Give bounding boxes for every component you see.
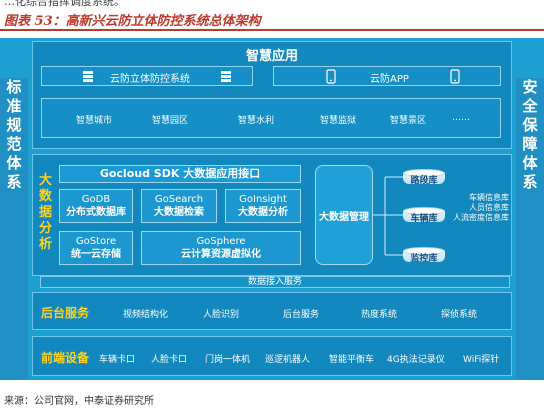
domains-box: 智慧城市 智慧园区 智慧水利 智慧监狱 智慧景区 ……	[41, 98, 501, 138]
module-zh: 大数据分析	[238, 207, 288, 218]
backend-item: 后台服务	[283, 310, 320, 320]
security-char: 全	[522, 97, 538, 115]
backend-item: 视频结构化	[123, 310, 169, 320]
app-name: 云防APP	[370, 74, 409, 85]
module-zh: 云计算资源虚拟化	[181, 249, 261, 260]
big-data-panel: 大 数 据 分 析 Gocloud SDK 大数据应用接口 GoDB 分布式数据…	[32, 154, 512, 276]
frontend-item: 智能平衡车	[329, 355, 375, 365]
smart-app-title: 智慧应用	[245, 49, 298, 64]
domain-item: 智慧园区	[152, 116, 189, 126]
big-data-management: 大数据管理	[315, 165, 373, 265]
frontend-item: 车辆卡口	[99, 355, 136, 365]
standards-char: 范	[6, 135, 22, 153]
big-data-char: 数	[39, 189, 53, 204]
app-box: 云防APP	[273, 66, 501, 86]
info-lib-item: 车辆信息库	[469, 193, 509, 202]
security-char: 障	[522, 135, 538, 153]
standards-char: 系	[6, 173, 22, 191]
module-zh: 统一云存储	[71, 249, 121, 260]
module-gostore: GoStore 统一云存储	[59, 231, 133, 265]
module-gosearch: GoSearch 大数据检索	[141, 189, 217, 223]
database-vehicle: 车辆库	[403, 207, 445, 224]
frontend-item: 门岗一体机	[205, 355, 251, 365]
module-en: GoStore	[75, 236, 117, 247]
big-data-char: 分	[39, 221, 53, 236]
big-data-label: 大 数 据 分 析	[39, 173, 53, 253]
module-gosphere: GoSphere 云计算资源虚拟化	[141, 231, 301, 265]
source-note: 来源：公司官网，中泰证券研究所	[4, 396, 154, 407]
backend-panel: 后台服务 视频结构化 人脸识别 后台服务 热度系统 探侦系统	[32, 292, 512, 330]
data-ingest-bar: 数据接入服务	[40, 276, 510, 288]
domain-item: 智慧水利	[238, 116, 275, 126]
security-char: 系	[522, 173, 538, 191]
module-en: GoDB	[81, 194, 111, 205]
smart-app-panel: 智慧应用 云防立体防控系统 云防APP 智慧城市 智慧园区 智慧水利 智慧监狱 …	[32, 41, 512, 149]
standards-char: 规	[6, 116, 22, 134]
phone-icon	[326, 69, 336, 84]
standards-char: 体	[6, 154, 22, 172]
title-rule	[0, 29, 544, 31]
figure-title: 图表 53：高新兴云防立体防控系统总体架构	[4, 14, 261, 29]
top-text-fragment: …化综合指挥调度系统。	[4, 0, 125, 8]
module-en: GoSphere	[196, 236, 246, 247]
info-libraries: 车辆信息库 人员信息库 人流密度信息库	[447, 193, 509, 223]
frontend-panel: 前端设备 车辆卡口 人脸卡口 门岗一体机 巡逻机器人 智能平衡车 4G执法记录仪…	[32, 336, 512, 376]
module-godb: GoDB 分布式数据库	[59, 189, 133, 223]
module-zh: 分布式数据库	[66, 207, 126, 218]
backend-item: 探侦系统	[441, 310, 478, 320]
security-char: 体	[522, 154, 538, 172]
backend-item: 热度系统	[361, 310, 398, 320]
system-box: 云防立体防控系统	[41, 66, 253, 86]
info-lib-item: 人员信息库	[469, 203, 509, 212]
frontend-item: 巡逻机器人	[265, 355, 311, 365]
backend-item: 人脸识别	[203, 310, 240, 320]
module-zh: 大数据检索	[154, 207, 204, 218]
frontend-item: WiFi探针	[463, 355, 500, 365]
server-icon	[83, 71, 93, 82]
architecture-diagram: 标 准 规 范 体 系 安 全 保 障 体 系 智慧应用 云防立体防控系统 云防…	[0, 38, 544, 380]
frontend-item: 人脸卡口	[151, 355, 188, 365]
big-data-char: 据	[39, 205, 53, 220]
frontend-label: 前端设备	[41, 351, 90, 365]
domain-item: 智慧景区	[390, 116, 427, 126]
database-label: 路段库	[410, 176, 438, 186]
info-lib-item: 人流密度信息库	[453, 213, 509, 222]
database-monitor: 监控库	[403, 247, 445, 264]
module-goinsight: GoInsight 大数据分析	[225, 189, 301, 223]
security-column: 安 全 保 障 体 系	[516, 78, 544, 380]
standards-char: 准	[6, 97, 22, 115]
backend-label: 后台服务	[41, 306, 90, 320]
standards-char: 标	[6, 78, 22, 96]
module-en: GoSearch	[154, 194, 204, 205]
frontend-item: 4G执法记录仪	[387, 355, 445, 365]
database-label: 车辆库	[410, 214, 438, 224]
system-name: 云防立体防控系统	[110, 74, 190, 85]
sdk-box: Gocloud SDK 大数据应用接口	[59, 165, 301, 183]
phone-icon	[450, 69, 460, 84]
domain-item: ……	[452, 113, 470, 123]
database-road: 路段库	[403, 169, 445, 186]
database-label: 监控库	[410, 254, 438, 264]
big-data-char: 析	[39, 237, 53, 252]
module-en: GoInsight	[239, 194, 287, 205]
security-char: 安	[522, 78, 538, 96]
connector-lines	[373, 176, 403, 256]
server-icon	[221, 71, 231, 82]
domain-item: 智慧监狱	[320, 116, 357, 126]
domain-item: 智慧城市	[76, 116, 113, 126]
security-char: 保	[522, 116, 538, 134]
big-data-char: 大	[39, 173, 53, 188]
standards-column: 标 准 规 范 体 系	[0, 78, 28, 380]
